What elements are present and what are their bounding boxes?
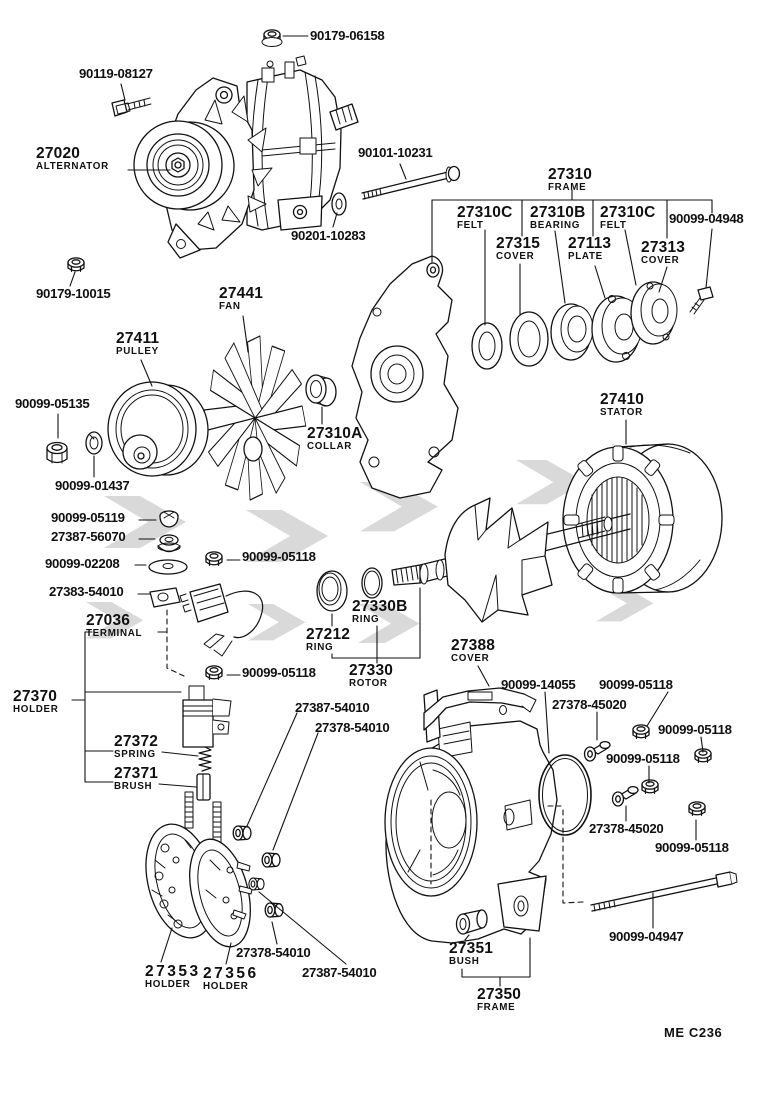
leader-lines [57,35,713,987]
nut-90099-05135-drawing [46,441,68,464]
nut-90179-06158-drawing [261,29,283,47]
label-90099-05118-1: 90099-05118 [242,549,316,564]
nut-90099-05119-drawing [159,510,179,528]
washer-90201-10283-drawing [331,192,347,216]
label-90099-05135: 90099-05135 [15,396,90,411]
label-90119-08127: 90119-08127 [79,66,153,81]
label-90179-06158: 90179-06158 [310,28,385,43]
bush-27387-54010-1-drawing [232,825,252,841]
bolt-90099-04947-drawing [590,871,738,912]
sheet-code-stamp: ME C236 [664,1025,723,1040]
label-90179-10015: 90179-10015 [36,286,111,301]
bolt-90119-08127-drawing [111,97,152,117]
oring-drawing [538,754,592,836]
label-90099-04947: 90099-04947 [609,929,684,944]
rotor-drawing [391,497,631,623]
washer-90099-01437-drawing [85,431,103,455]
bush-27351-drawing [455,909,488,935]
pulley-drawing [107,381,209,477]
cover-27313-drawing [630,281,678,345]
label-27387-56070: 27387-56070 [51,529,126,544]
label-90099-14055: 90099-14055 [501,677,576,692]
rear-frame-drawing [384,720,558,944]
label-27387-54010-2: 27387-54010 [302,965,377,980]
bush-27378-54010-1-drawing [261,852,281,868]
felt-27310c-front-drawing [471,322,503,370]
label-27378-45020-2: 27378-45020 [589,821,664,836]
spring-27372-drawing [198,746,212,772]
bolt-90101-10231-drawing [361,165,461,200]
label-90099-04948: 90099-04948 [669,211,744,226]
holder-27356-drawing [189,838,253,948]
label-90099-01437: 90099-01437 [55,478,130,493]
label-90099-05118-3: 90099-05118 [599,677,673,692]
label-27378-54010-1: 27378-54010 [315,720,390,735]
ring-27330b-drawing [361,567,383,599]
label-27378-45020-1: 27378-45020 [552,697,627,712]
bush-27387-54010-2-drawing [248,877,265,891]
bolt-90099-04948-drawing [689,286,714,315]
nut-90179-10015-drawing [67,257,85,272]
bolt-27378-45020-2-drawing [611,785,639,807]
label-27378-54010-2: 27378-54010 [236,945,311,960]
plate-27113-drawing [591,295,643,363]
nut-90099-05118-1-drawing [205,551,223,566]
label-90099-05118-4: 90099-05118 [658,722,732,737]
washer-90099-02208-drawing [148,559,188,575]
nut-90099-05118-5-drawing [641,779,659,794]
collar-drawing [305,374,337,407]
ring-27212-drawing [316,570,348,612]
label-90099-05118-2: 90099-05118 [242,665,316,680]
label-27383-54010: 27383-54010 [49,584,124,599]
label-90099-05119: 90099-05119 [51,510,125,525]
cap-27387-56070-drawing [157,534,181,553]
label-90099-05118-6: 90099-05118 [655,840,729,855]
bearing-27310b-drawing [550,303,594,361]
nut-90099-05118-3-drawing [632,724,650,739]
brush-27371-drawing [196,773,211,801]
plate-27383-54010-drawing [149,587,181,608]
terminal-drawing [179,583,264,657]
holder-27370-drawing [182,685,232,748]
label-27387-54010-1: 27387-54010 [295,700,370,715]
stator-drawing [562,443,723,594]
cover-27388-drawing [423,687,537,743]
cover-27315-drawing [509,311,549,367]
alternator-drawing [133,55,359,259]
fan-drawing [203,335,307,501]
label-90099-02208: 90099-02208 [45,556,120,571]
label-90201-10283: 90201-10283 [291,228,366,243]
nut-90099-05118-2-drawing [205,665,223,680]
nut-90099-05118-6-drawing [688,801,706,816]
front-frame-drawing [351,255,459,499]
label-90101-10231: 90101-10231 [358,145,433,160]
label-90099-05118-5: 90099-05118 [606,751,680,766]
